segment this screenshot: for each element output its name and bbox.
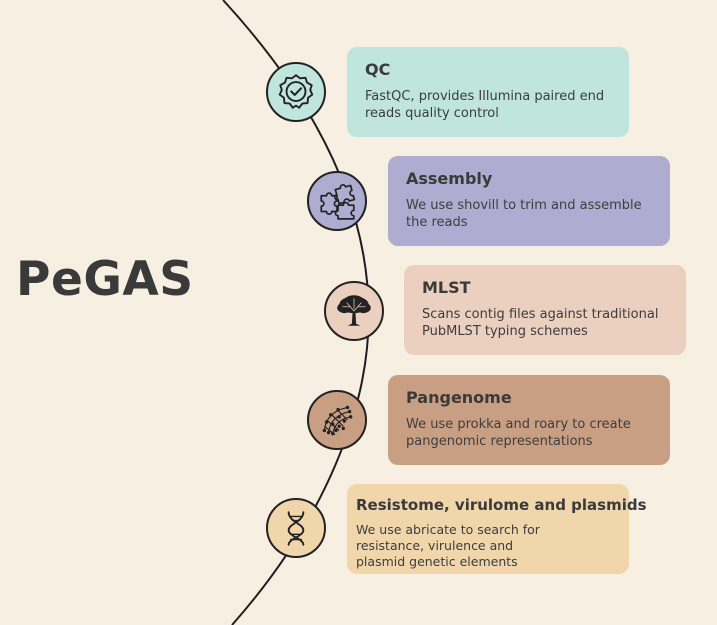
qc-title: QC (365, 60, 391, 79)
resistome-description: We use abricate to search for resistance… (356, 522, 540, 569)
qc-description: FastQC, provides Illumina paired end rea… (365, 89, 605, 121)
pangenome-title: Pangenome (406, 388, 512, 407)
assembly-node (307, 171, 367, 231)
qc-card: QC FastQC, provides Illumina paired end … (347, 47, 629, 137)
tree-icon (337, 295, 371, 326)
assembly-card: Assembly We use shovill to trim and asse… (388, 156, 670, 246)
assembly-description: We use shovill to trim and assemble the … (406, 198, 642, 230)
resistome-card: Resistome, virulome and plasmids We use … (347, 484, 647, 574)
puzzle-icon (320, 184, 356, 220)
pangenome-description: We use prokka and roary to create pangen… (406, 417, 631, 449)
mlst-card: MLST Scans contig files against traditio… (404, 265, 686, 355)
dna-icon (287, 511, 305, 546)
mlst-node (324, 281, 384, 341)
quality-badge-icon (278, 74, 314, 109)
pangenome-card: Pangenome We use prokka and roary to cre… (388, 375, 670, 465)
mlst-description: Scans contig files against traditional P… (422, 307, 659, 339)
resistome-node (266, 498, 326, 558)
qc-node (266, 62, 326, 122)
assembly-title: Assembly (406, 169, 493, 188)
resistome-title: Resistome, virulome and plasmids (356, 496, 647, 514)
page-title: PeGAS (16, 252, 194, 307)
network-icon (322, 405, 353, 436)
mlst-title: MLST (422, 278, 471, 297)
pangenome-node (307, 390, 367, 450)
